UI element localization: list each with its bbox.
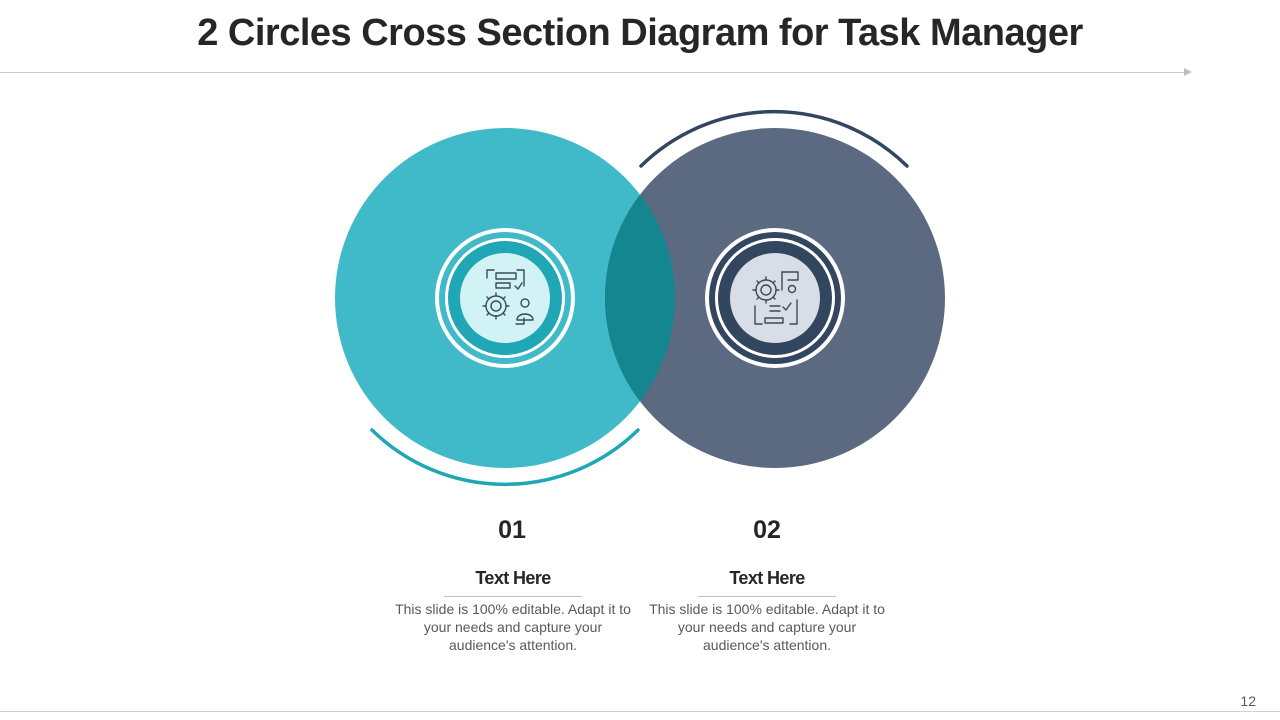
item-2-heading-rule: [698, 596, 836, 597]
footer-divider: [0, 711, 1280, 712]
item-1-heading: Text Here: [475, 568, 551, 588]
item-1-number: 01: [498, 516, 526, 544]
item-1-heading-rule: [444, 596, 582, 597]
left-icon-badge: [435, 228, 575, 368]
item-2-heading: Text Here: [729, 568, 805, 588]
title-divider-arrow: [1184, 68, 1192, 76]
page-number: 12: [1240, 693, 1256, 709]
title-divider: [0, 72, 1190, 73]
right-accent-arc: [639, 109, 909, 168]
item-2-number: 02: [753, 516, 781, 544]
task-checklist-icon: [752, 271, 799, 325]
item-1-description: This slide is 100% editable. Adapt it to…: [395, 601, 631, 653]
item-2-description: This slide is 100% editable. Adapt it to…: [649, 601, 885, 653]
left-accent-arc: [370, 428, 640, 487]
slide-title: 2 Circles Cross Section Diagram for Task…: [197, 12, 1083, 54]
task-settings-icon: [482, 269, 534, 325]
right-icon-badge: [705, 228, 845, 368]
